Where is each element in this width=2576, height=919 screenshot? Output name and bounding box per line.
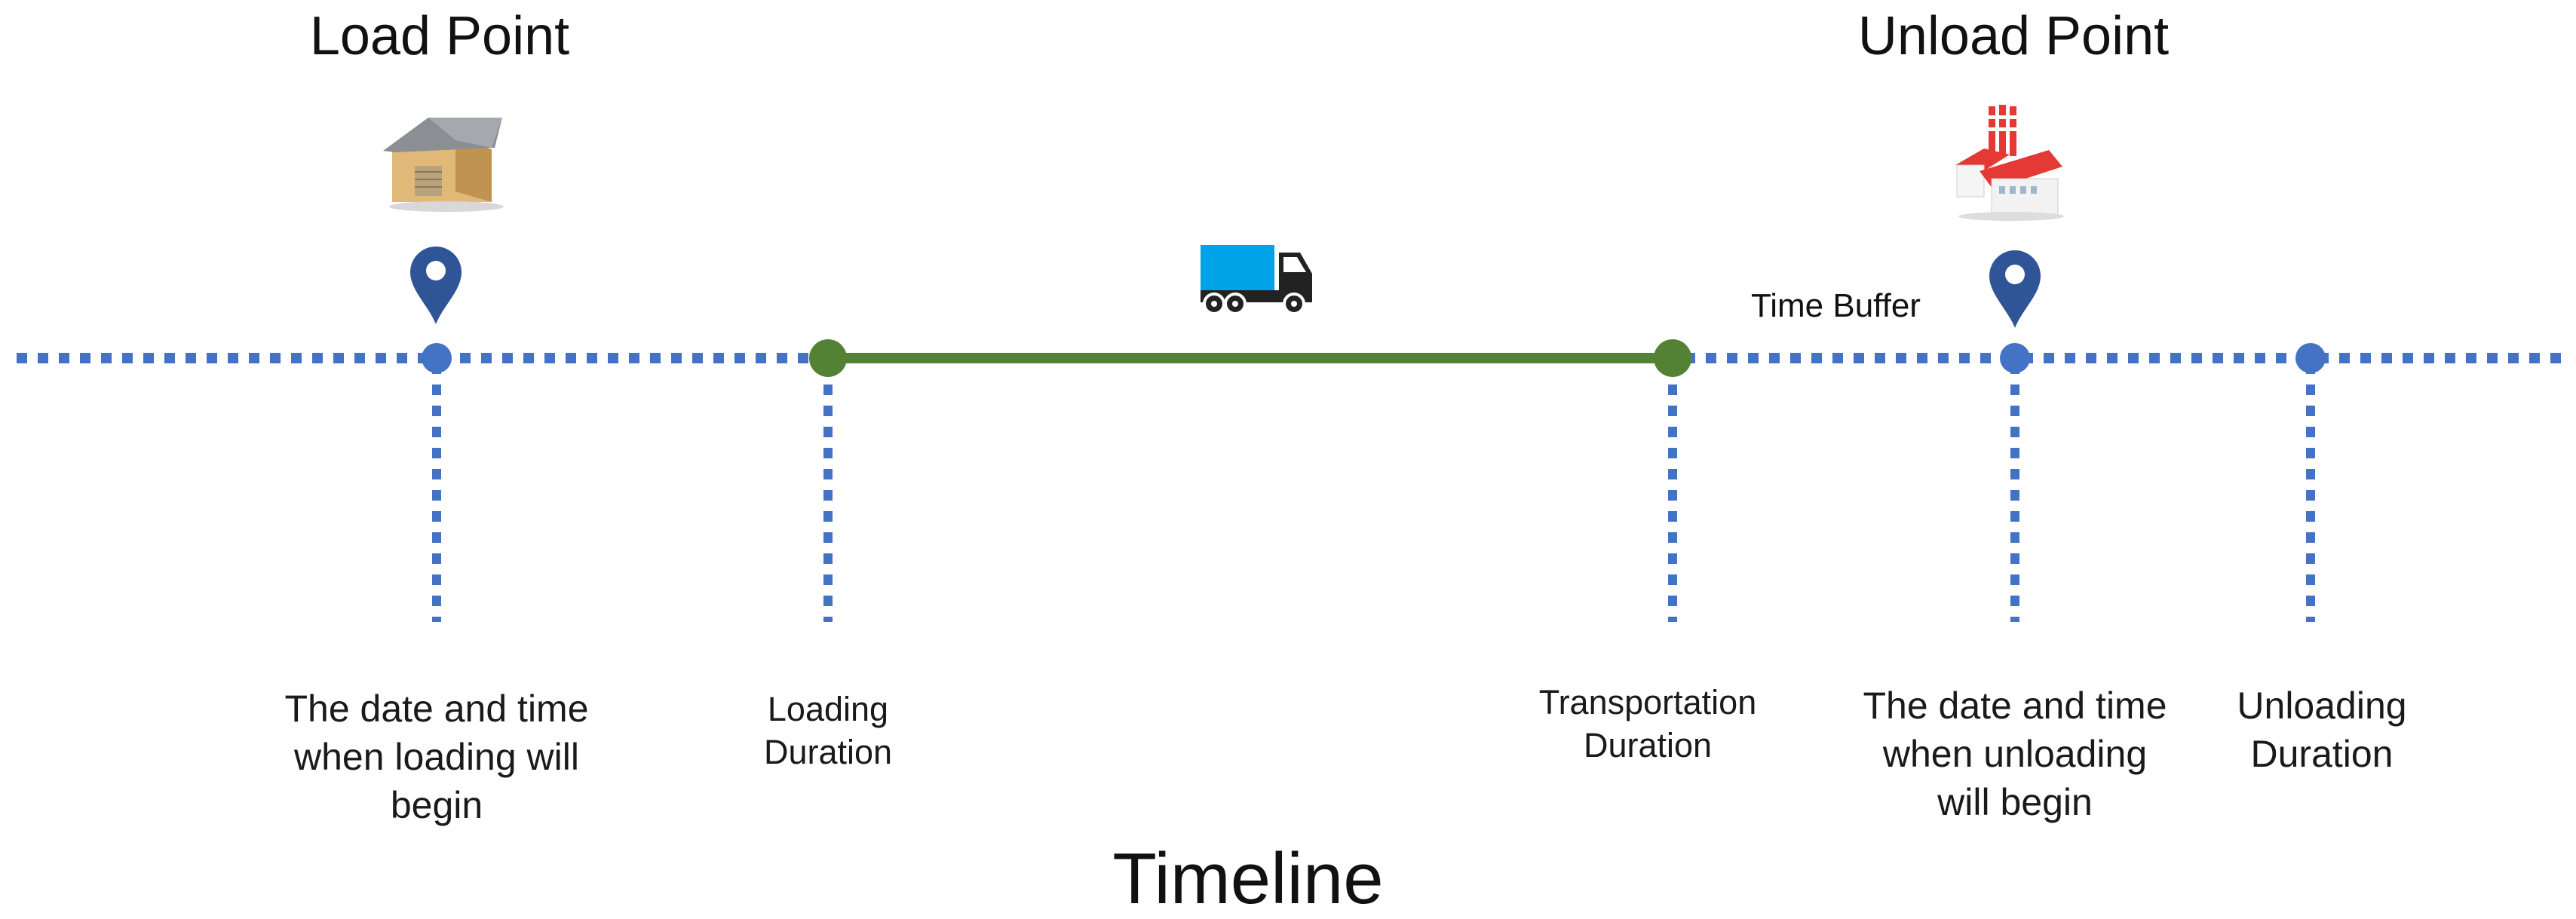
load-begin-label: The date and time when loading will begi… [284,688,589,826]
transport-duration-dot [1654,339,1691,377]
warehouse-icon [383,118,504,212]
transport-duration-label: Transportation Duration [1538,683,1757,764]
timeline-title: Timeline [1112,838,1384,919]
factory-icon [1955,105,2064,221]
unload-begin-dot [2000,343,2030,373]
unloading-duration-label: Unloading Duration [2237,685,2407,775]
time-buffer-label: Time Buffer [1751,287,1921,324]
load-point-title: Load Point [309,6,570,66]
unload-map-pin-icon [1989,250,2041,328]
load-begin-dot [422,343,452,373]
unload-point-title: Unload Point [1857,6,2170,66]
load-map-pin-icon [410,247,462,324]
truck-icon [1201,245,1312,315]
unloading-duration-dot [2295,343,2326,373]
loading-duration-label: Loading Duration [763,690,893,771]
loading-duration-dot [809,339,847,377]
unload-begin-label: The date and time when unloading will be… [1863,685,2167,823]
